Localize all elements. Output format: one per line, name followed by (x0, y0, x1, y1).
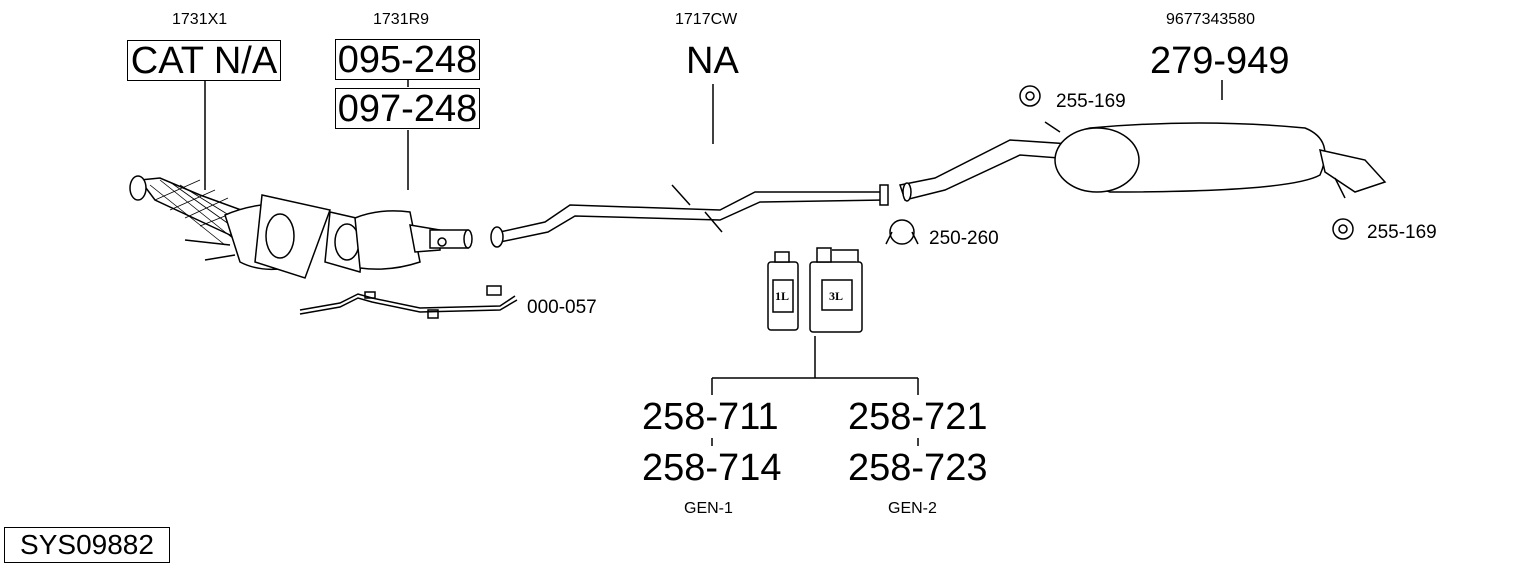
cat1-ref: CAT N/A (127, 40, 281, 81)
cat1-oem: 1731X1 (172, 11, 228, 28)
catalytic-converter-icon (129, 175, 332, 279)
rear-ref: 279-949 (1150, 40, 1290, 82)
cat2-ref-b: 097-248 (335, 88, 480, 129)
clamp-icon (885, 219, 919, 245)
sensor-pipe-icon (299, 285, 518, 319)
gen1-ref-b: 258-714 (642, 447, 782, 489)
diesel-particulate-filter-icon (324, 210, 473, 273)
can-3l-label: 3L (829, 289, 844, 303)
clamp-ref: 250-260 (929, 228, 999, 249)
hanger-right-ref: 255-169 (1367, 222, 1437, 243)
cat2-ref-a: 095-248 (335, 39, 480, 80)
rear-silencer-icon (899, 121, 1387, 202)
fluid-can-3l-icon (809, 247, 863, 333)
mid-ref: NA (686, 40, 739, 82)
diagram-code: SYS09882 (4, 527, 170, 563)
gen1-label: GEN-1 (684, 500, 733, 517)
gen2-label: GEN-2 (888, 500, 937, 517)
gen2-ref-a: 258-721 (848, 396, 988, 438)
mid-oem: 1717CW (675, 11, 738, 28)
gen2-ref-b: 258-723 (848, 447, 988, 489)
hanger-top-ref: 255-169 (1056, 91, 1126, 112)
can-1l-label: 1L (775, 289, 790, 303)
fluid-can-1l-icon (767, 251, 799, 331)
sensor-pipe-ref: 000-057 (527, 297, 597, 318)
rear-oem: 9677343580 (1166, 11, 1255, 28)
gen1-ref-a: 258-711 (642, 396, 779, 438)
cat2-oem: 1731R9 (373, 11, 430, 28)
intermediate-pipe-icon (490, 184, 889, 248)
rubber-hanger-icon (1019, 85, 1354, 240)
